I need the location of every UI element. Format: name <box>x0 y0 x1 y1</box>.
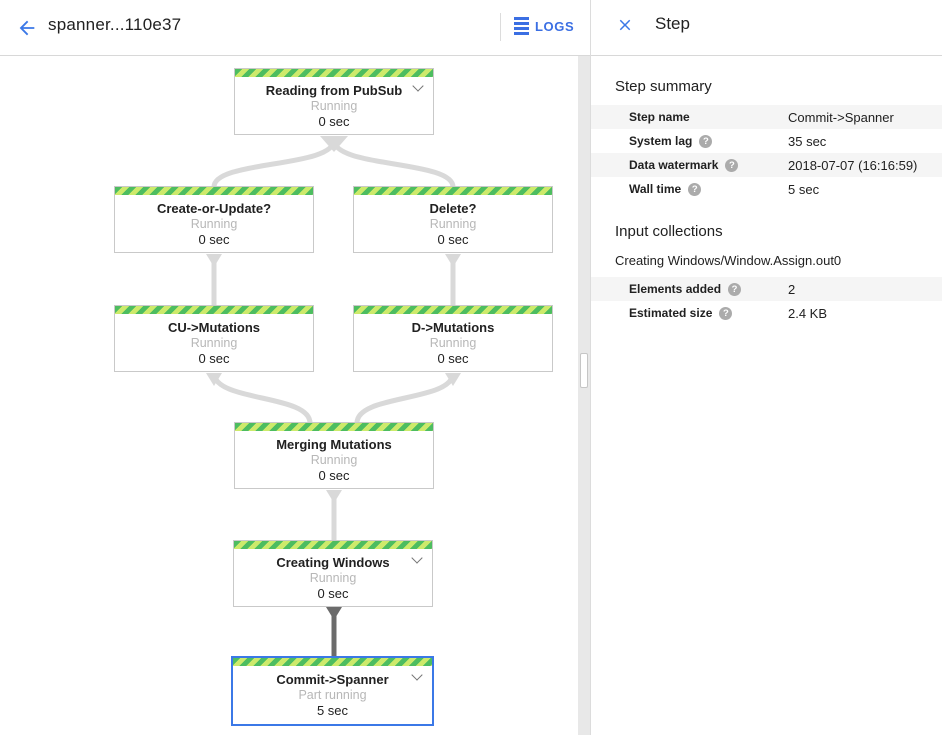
step-summary-row: Wall time 5 sec <box>591 177 942 201</box>
step-summary-value: 5 sec <box>788 181 820 197</box>
step-summary-row: Data watermark 2018-07-07 (16:16:59) <box>591 153 942 177</box>
input-collection-row: Estimated size 2.4 KB <box>591 301 942 325</box>
help-icon[interactable] <box>725 158 739 172</box>
node-time: 0 sec <box>437 232 469 247</box>
top-app-bar: spanner...110e37 LOGS Step <box>0 0 942 56</box>
running-stripe <box>235 423 433 431</box>
graph-scrollbar-handle[interactable] <box>580 353 588 388</box>
node-time: 0 sec <box>198 351 230 366</box>
node-status: Running <box>190 336 238 350</box>
node-title: D->Mutations <box>411 320 495 335</box>
graph-scrollbar[interactable] <box>578 56 590 735</box>
step-summary-heading: Step summary <box>615 78 712 95</box>
help-icon[interactable] <box>728 282 742 296</box>
step-summary-label: Step name <box>629 110 690 124</box>
step-summary-value: 35 sec <box>788 133 827 149</box>
node-time: 0 sec <box>318 114 350 129</box>
node-title: CU->Mutations <box>167 320 261 335</box>
graph-edge <box>211 372 313 424</box>
side-panel-divider <box>590 56 591 735</box>
logs-button[interactable]: LOGS <box>514 17 574 35</box>
back-arrow-icon[interactable] <box>16 17 38 39</box>
node-status: Running <box>309 571 357 585</box>
step-summary-label: Data watermark <box>629 158 719 172</box>
list-icon <box>514 17 529 35</box>
node-title: Reading from PubSub <box>265 83 403 98</box>
help-icon[interactable] <box>688 182 702 196</box>
panel-divider <box>590 0 591 56</box>
node-title: Commit->Spanner <box>276 672 389 687</box>
input-collections-heading: Input collections <box>615 223 723 240</box>
edge-arrowhead <box>326 490 342 503</box>
edge-arrowhead <box>206 373 222 386</box>
step-summary-row: System lag 35 sec <box>591 129 942 153</box>
input-collection-row: Elements added 2 <box>591 277 942 301</box>
step-summary-row: Step name Commit->Spanner <box>591 105 942 129</box>
node-title: Delete? <box>429 201 477 216</box>
node-time: 0 sec <box>318 468 350 483</box>
running-stripe <box>354 306 552 314</box>
input-collection-value: 2 <box>788 281 796 297</box>
node-status: Running <box>310 453 358 467</box>
job-title: spanner...110e37 <box>48 15 182 34</box>
node-time: 5 sec <box>316 703 349 718</box>
node-status: Part running <box>298 688 367 702</box>
edge-arrowhead <box>326 607 342 620</box>
node-time: 0 sec <box>437 351 469 366</box>
graph-edges <box>206 136 461 657</box>
input-collection-label: Elements added <box>629 282 722 296</box>
step-summary-value: 2018-07-07 (16:16:59) <box>788 157 918 173</box>
running-stripe <box>115 187 313 195</box>
node-status: Running <box>190 217 238 231</box>
graph-edge <box>354 372 456 424</box>
help-icon[interactable] <box>719 306 733 320</box>
input-collection-label: Estimated size <box>629 306 713 320</box>
input-collection-value: 2.4 KB <box>788 305 828 321</box>
step-summary-value: Commit->Spanner <box>788 109 894 125</box>
running-stripe <box>115 306 313 314</box>
header-divider <box>500 13 501 41</box>
running-stripe <box>233 658 432 666</box>
step-panel-title: Step <box>655 14 690 33</box>
edge-arrowhead <box>445 254 461 267</box>
node-status: Running <box>429 336 477 350</box>
close-icon[interactable] <box>616 16 634 34</box>
node-time: 0 sec <box>317 586 349 601</box>
step-summary-label: System lag <box>629 134 693 148</box>
collection-name: Creating Windows/Window.Assign.out0 <box>615 253 842 268</box>
edge-arrowhead <box>206 254 222 267</box>
node-status: Running <box>429 217 477 231</box>
edge-arrowhead <box>445 373 461 386</box>
graph-edge <box>331 139 456 188</box>
running-stripe <box>235 69 433 77</box>
node-status: Running <box>310 99 358 113</box>
node-title: Create-or-Update? <box>156 201 272 216</box>
graph-edge <box>211 139 337 188</box>
logs-button-label: LOGS <box>535 18 575 34</box>
step-summary-label: Wall time <box>629 182 682 196</box>
help-icon[interactable] <box>699 134 713 148</box>
running-stripe <box>354 187 552 195</box>
node-title: Merging Mutations <box>276 437 392 452</box>
node-title: Creating Windows <box>276 555 390 570</box>
node-time: 0 sec <box>198 232 230 247</box>
running-stripe <box>234 541 432 549</box>
